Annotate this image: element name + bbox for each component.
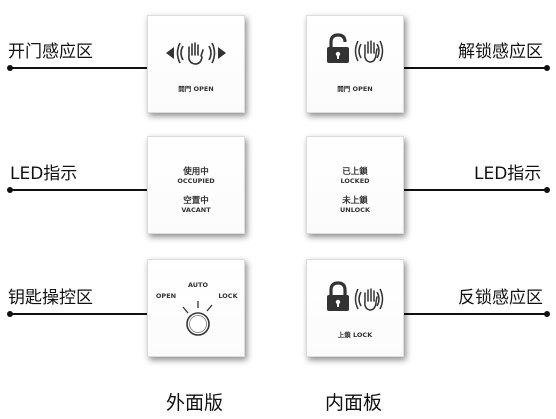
leader-dot-open-sensor <box>7 65 13 71</box>
inner-lock-panel: 上鎖 LOCK <box>306 259 404 357</box>
outer-panel-title: 外面版 <box>166 392 224 414</box>
outer-key-panel: OPEN AUTO LOCK <box>147 259 245 357</box>
label-led-outer: LED指示 <box>10 164 78 184</box>
leader-line-lock-sensor <box>376 313 547 315</box>
key-auto-label: AUTO <box>187 281 209 289</box>
leader-dot-led-outer <box>7 187 13 193</box>
leader-dot-key-control <box>7 311 13 317</box>
leader-line-led-outer <box>10 189 170 191</box>
leader-line-key-control <box>10 313 170 315</box>
outer-open-panel: 開門 OPEN <box>147 15 245 113</box>
leader-dot-lock-sensor <box>544 311 550 317</box>
hand-wave-icon <box>354 288 384 311</box>
inner-open-caption: 開門 OPEN <box>337 85 373 93</box>
label-lock-sensor: 反锁感应区 <box>458 288 543 308</box>
leader-line-unlock-sensor <box>376 67 547 69</box>
label-led-inner: LED指示 <box>474 164 542 184</box>
leader-line-led-inner <box>376 189 547 191</box>
hand-wave-arrows-icon <box>166 42 226 65</box>
hand-wave-icon <box>354 40 384 63</box>
label-unlock-sensor: 解锁感应区 <box>458 42 543 62</box>
leader-line-open-sensor <box>10 67 170 69</box>
inner-panel-title: 内面板 <box>325 392 383 414</box>
inner-status-panel: 已上鎖 LOCKED 未上鎖 UNLOCK <box>306 136 404 234</box>
occupied-cn-text: 使用中 <box>183 167 209 177</box>
key-open-label: OPEN <box>155 292 177 300</box>
key-lock-label: LOCK <box>218 292 238 300</box>
vacant-en-text: VACANT <box>181 206 211 214</box>
inner-lock-caption: 上鎖 LOCK <box>337 331 373 339</box>
inner-open-panel: 開門 OPEN <box>306 15 404 113</box>
outer-status-panel: 使用中 OCCUPIED 空置中 VACANT <box>147 136 245 234</box>
unlock-cn-text: 未上鎖 <box>342 196 368 206</box>
vacant-cn-text: 空置中 <box>183 196 209 206</box>
unlocked-padlock-icon <box>327 33 349 63</box>
unlock-en-text: UNLOCK <box>340 206 370 214</box>
leader-dot-unlock-sensor <box>544 65 550 71</box>
locked-en-text: LOCKED <box>340 177 370 185</box>
key-cylinder-icon <box>182 301 213 336</box>
label-open-sensor: 开门感应区 <box>8 42 93 62</box>
leader-dot-led-inner <box>544 187 550 193</box>
locked-cn-text: 已上鎖 <box>342 167 368 177</box>
label-key-control: 钥匙操控区 <box>8 288 93 308</box>
locked-padlock-icon <box>327 281 349 311</box>
outer-open-caption: 開門 OPEN <box>178 85 214 93</box>
occupied-en-text: OCCUPIED <box>177 177 215 185</box>
